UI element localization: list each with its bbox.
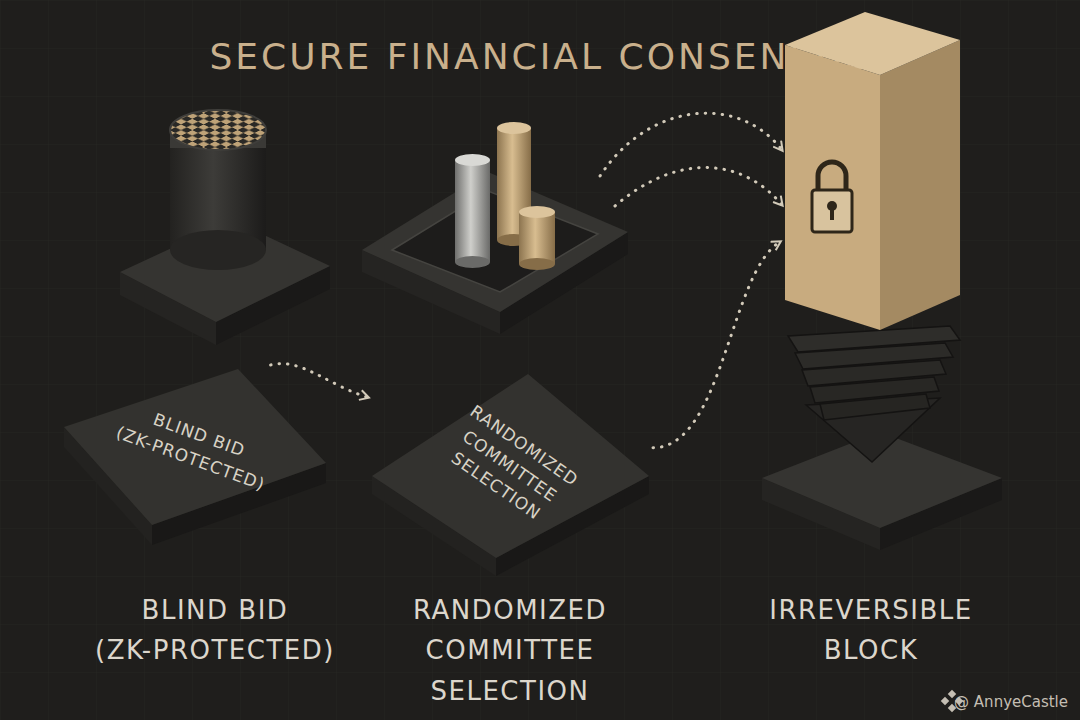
step-caption: BLIND BID (ZK-PROTECTED) xyxy=(75,590,355,671)
tray xyxy=(362,172,628,334)
locked-block: IRREVERSIBLE BLOCK xyxy=(780,10,962,332)
pedestal xyxy=(120,220,330,345)
watermark: @ AnnyeCastle xyxy=(954,693,1068,711)
dotted-arrow xyxy=(271,364,368,398)
flow-arrow xyxy=(615,168,782,206)
step-caption: RANDOMIZED COMMITTEE SELECTION xyxy=(380,590,640,711)
block-base xyxy=(762,326,1002,550)
flow-arrow xyxy=(600,113,782,176)
block-shape xyxy=(780,10,962,332)
process-tile: RANDOMIZED COMMITTEE SELECTION xyxy=(368,368,653,578)
sealed-cylinder xyxy=(170,110,266,270)
dotted-arrow xyxy=(653,242,780,448)
block-label: IRREVERSIBLE BLOCK xyxy=(740,590,1002,671)
value-bars xyxy=(455,122,555,270)
process-tile: BLIND BID (ZK-PROTECTED) xyxy=(60,365,330,550)
